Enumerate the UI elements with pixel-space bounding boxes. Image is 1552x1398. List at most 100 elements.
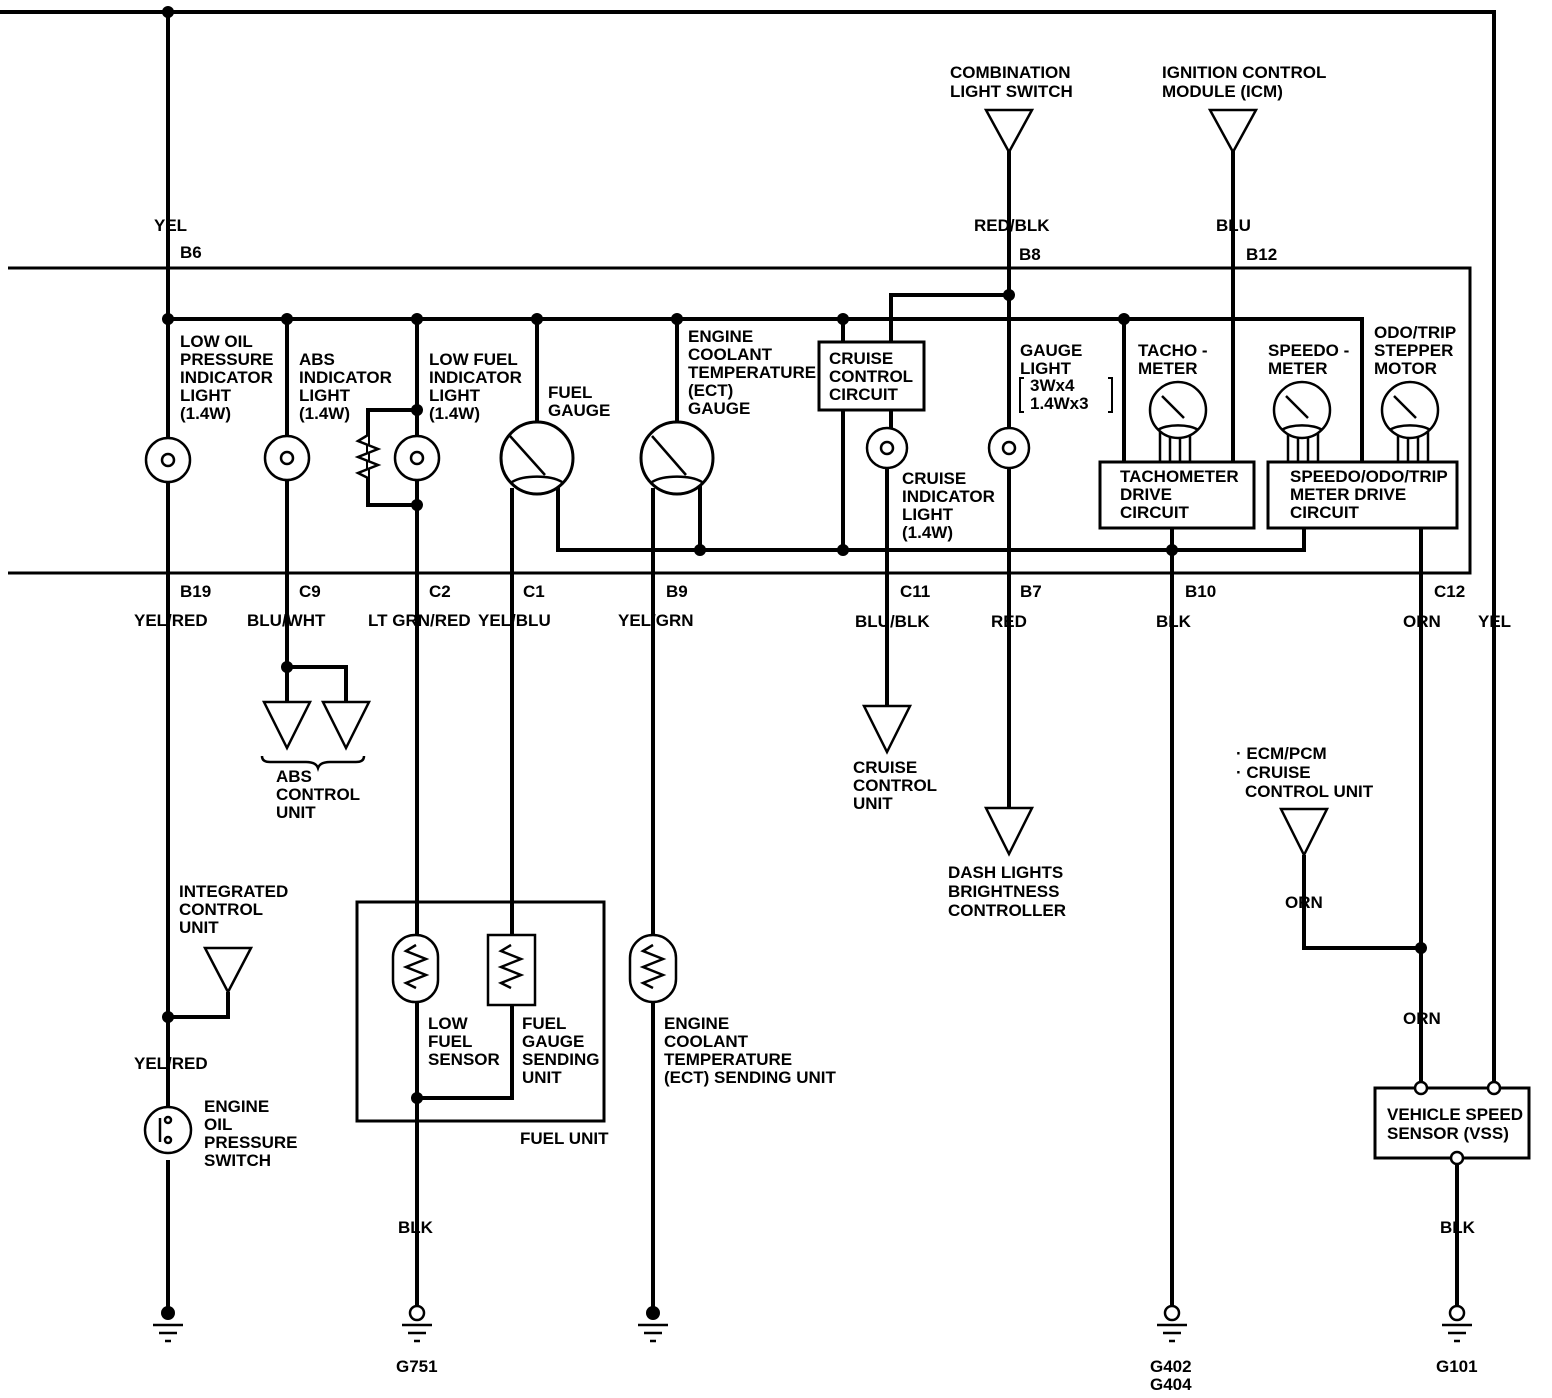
- wire-color-b10: BLK: [1156, 612, 1192, 631]
- gauge-light-rating-label: 3Wx4 1.4Wx3: [1030, 376, 1089, 413]
- cruise-unit-connector-icon: [861, 704, 913, 755]
- wire-color-right-yel: YEL: [1478, 612, 1511, 631]
- connector-b9: B9: [666, 582, 688, 601]
- connector-b10: B10: [1185, 582, 1216, 601]
- integrated-unit-label: INTEGRATED CONTROL UNIT: [179, 882, 293, 937]
- ground-g402: G402 G404: [1150, 1357, 1196, 1394]
- ect-gauge-label: ENGINE COOLANT TEMPERATURE (ECT) GAUGE: [688, 327, 821, 418]
- oil-switch-label: ENGINE OIL PRESSURE SWITCH: [204, 1097, 302, 1170]
- tach-drive-label: TACHOMETER DRIVE CIRCUIT: [1120, 467, 1243, 522]
- odo-stepper-motor-icon: [1380, 380, 1440, 462]
- wire-color-b19: YEL/RED: [134, 611, 208, 630]
- abs-bracket: [260, 755, 366, 772]
- ect-gauge-icon: [639, 420, 715, 496]
- wire-color-c1: YEL/BLU: [478, 611, 551, 630]
- gauge-return-bus-wire: [556, 480, 1172, 552]
- fuel-sender-return-wire: [417, 1005, 514, 1100]
- connector-c2: C2: [429, 582, 451, 601]
- connector-b8: B8: [1019, 245, 1041, 264]
- vss-label: VEHICLE SPEED SENSOR (VSS): [1387, 1105, 1528, 1143]
- wire-color-red-blk: RED/BLK: [974, 216, 1050, 235]
- speedometer-label: SPEEDO - METER: [1268, 341, 1354, 378]
- cruise-circuit-label: CRUISE CONTROL CIRCUIT: [829, 349, 917, 404]
- tach-drive-box: [1098, 460, 1256, 530]
- abs-light-label: ABS INDICATOR LIGHT (1.4W): [299, 350, 397, 423]
- abs-unit-label: ABS CONTROL UNIT: [276, 767, 364, 822]
- wire-color-c2: LT GRN/RED: [368, 611, 471, 630]
- connector-b7: B7: [1020, 582, 1042, 601]
- ground-icon: [153, 1306, 183, 1343]
- fuel-unit-box: [355, 900, 606, 1123]
- low-fuel-bulb-icon: [393, 434, 441, 482]
- ecm-orn-wire: [1302, 855, 1421, 950]
- connector-b19: B19: [180, 582, 211, 601]
- ground-g751: G751: [396, 1357, 438, 1376]
- oil-pressure-switch-icon: [143, 1105, 193, 1155]
- vss-box: [1373, 1086, 1531, 1160]
- connector-c12: C12: [1434, 582, 1465, 601]
- ect-sending-unit-icon: [628, 933, 678, 1004]
- fuel-gauge-icon: [499, 420, 575, 496]
- speedo-drive-box: [1266, 460, 1459, 530]
- resistor-icon: [354, 433, 382, 480]
- connector-c9: C9: [299, 582, 321, 601]
- low-fuel-sensor-label: LOW FUEL SENSOR: [428, 1014, 500, 1069]
- tachometer-icon: [1148, 380, 1208, 462]
- wire-color-vss-orn: ORN: [1403, 1009, 1441, 1028]
- low-fuel-sensor-icon: [391, 933, 440, 1004]
- gauge-light-label: GAUGE LIGHT: [1020, 341, 1087, 378]
- dash-controller-connector-icon: [983, 806, 1035, 857]
- connector-c11: C11: [900, 582, 930, 601]
- top-yel-bus-wire: [0, 10, 1496, 1088]
- wire-color-c9: BLU/WHT: [247, 611, 326, 630]
- speedo-drive-label: SPEEDO/ODO/TRIP METER DRIVE CIRCUIT: [1290, 467, 1452, 522]
- internal-bus-wire: [168, 317, 1364, 462]
- ect-sending-label: ENGINE COOLANT TEMPERATURE (ECT) SENDING…: [664, 1014, 837, 1087]
- cruise-unit-label: CRUISE CONTROL UNIT: [853, 758, 941, 813]
- fuel-sending-label: FUEL GAUGE SENDING UNIT: [522, 1014, 604, 1087]
- wire-color-fuel-blk: BLK: [398, 1218, 434, 1237]
- odo-motor-label: ODO/TRIP STEPPER MOTOR: [1374, 323, 1461, 378]
- junction-dots: [162, 6, 1427, 1104]
- wire-color-vss-blk: BLK: [1440, 1218, 1476, 1237]
- connector-b6: B6: [180, 243, 202, 262]
- dash-controller-label: DASH LIGHTS BRIGHTNESS CONTROLLER: [948, 863, 1068, 920]
- abs-connector-1-icon: [261, 700, 313, 751]
- cruise-indicator-bulb-icon: [865, 426, 909, 470]
- wire-color-ecm-orn: ORN: [1285, 893, 1323, 912]
- combination-light-switch-label: COMBINATION LIGHT SWITCH: [950, 63, 1075, 101]
- speedo-ground-wire: [1172, 528, 1306, 552]
- wire-color-b9: YEL/GRN: [618, 611, 694, 630]
- wire-color-c11: BLU/BLK: [855, 612, 930, 631]
- integrated-unit-tap-wire: [168, 992, 230, 1019]
- ground-icon: [1157, 1304, 1187, 1343]
- icm-label: IGNITION CONTROL MODULE (ICM): [1162, 63, 1331, 101]
- abs-connector-2-icon: [320, 700, 372, 751]
- ecm-connector-icon: [1278, 807, 1330, 858]
- icm-connector-icon: [1207, 108, 1259, 155]
- fuel-unit-label: FUEL UNIT: [520, 1129, 609, 1148]
- low-oil-label: LOW OIL PRESSURE INDICATOR LIGHT (1.4W): [180, 332, 278, 423]
- wire-color-yel-b6: YEL: [154, 216, 187, 235]
- ground-icon: [402, 1304, 432, 1343]
- fuel-sending-unit-icon: [486, 933, 537, 1007]
- gauge-light-rating-bracket: [1019, 377, 1113, 413]
- connector-b12: B12: [1246, 245, 1277, 264]
- gauge-assembly-boundary: [8, 266, 1472, 575]
- components: [143, 108, 1531, 1166]
- cruise-indicator-label: CRUISE INDICATOR LIGHT (1.4W): [902, 469, 1000, 542]
- ground-g101: G101: [1436, 1357, 1478, 1376]
- labels: COMBINATION LIGHT SWITCH IGNITION CONTRO…: [134, 63, 1528, 1394]
- ground-icon: [1442, 1304, 1472, 1343]
- wire-color-blu: BLU: [1216, 216, 1251, 235]
- tachometer-label: TACHO - METER: [1138, 341, 1212, 378]
- abs-branch-wire: [287, 665, 348, 702]
- gauge-light-bulb-icon: [987, 426, 1031, 470]
- abs-bulb-icon: [263, 434, 311, 482]
- low-oil-bulb-icon: [144, 436, 192, 484]
- cruise-circuit-box: [817, 340, 926, 412]
- fuel-gauge-label: FUEL GAUGE: [548, 383, 610, 420]
- wire-color-b7: RED: [991, 612, 1027, 631]
- speedometer-icon: [1272, 380, 1332, 462]
- integrated-unit-connector-icon: [202, 946, 254, 995]
